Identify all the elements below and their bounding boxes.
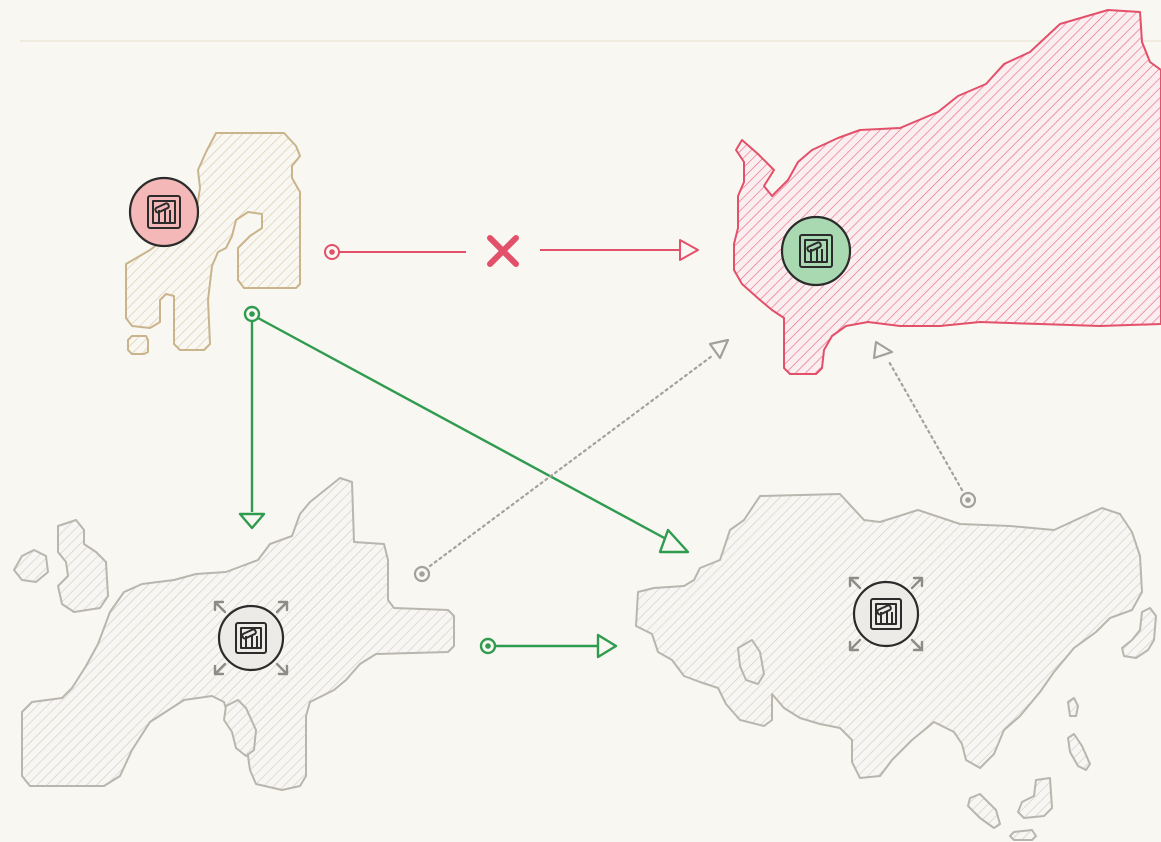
arrowhead-icon <box>679 239 699 261</box>
arrowhead-icon <box>596 633 618 659</box>
package-box-icon <box>870 598 902 630</box>
cross-icon <box>487 235 519 267</box>
region-bottom-right-islet-6 <box>1009 829 1037 841</box>
implicit-arrow-line <box>886 358 964 492</box>
connection-allowed-top-left-to-bottom-right <box>243 305 690 554</box>
region-bottom-left-peninsula <box>223 699 257 757</box>
arrowhead-icon <box>872 340 894 360</box>
package-box-icon <box>799 234 833 268</box>
package-box-icon <box>235 622 267 654</box>
region-bottom-right-islet-5 <box>967 793 1001 829</box>
implicit-arrow-line <box>428 354 714 568</box>
region-bottom-right-peninsula <box>737 639 765 685</box>
region-bottom-right-islet-1 <box>1121 607 1157 659</box>
region-top-right-shape <box>733 9 1161 375</box>
region-bottom-right-islet-2 <box>1067 697 1079 717</box>
region-top-left-islet <box>127 335 149 355</box>
region-bottom-left-islet-2 <box>13 549 49 583</box>
region-bottom-right-islet-3 <box>1067 733 1091 771</box>
expand-arrows-icon <box>213 600 289 676</box>
badge-top-left <box>128 176 200 248</box>
connection-allowed-bottom-left-to-bottom-right <box>479 633 618 659</box>
region-top-left-shape <box>125 132 301 351</box>
connection-implicit-bottom-right-to-top-right <box>872 340 977 509</box>
origin-dot-center <box>965 497 971 503</box>
arrowhead-icon <box>238 512 266 530</box>
arrowhead-icon <box>708 338 730 360</box>
badge-bottom-left <box>213 600 289 676</box>
region-bottom-right <box>635 493 1157 841</box>
region-top-left <box>125 132 301 355</box>
expand-arrows-icon <box>848 576 924 652</box>
region-bottom-right-islet-4 <box>1017 777 1053 819</box>
connection-blocked-top-left-to-top-right <box>324 235 699 267</box>
package-box-icon <box>147 195 181 229</box>
allowed-arrow-line <box>257 316 669 542</box>
origin-dot-center <box>485 643 491 649</box>
origin-dot-center <box>419 571 425 577</box>
origin-dot-center <box>249 311 255 317</box>
region-bottom-left-islet-1 <box>57 519 109 613</box>
arrowhead-icon <box>658 528 690 554</box>
badge-top-right <box>780 215 852 287</box>
connection-allowed-top-left-to-bottom-left <box>238 322 266 530</box>
connection-implicit-bottom-left-to-top-right <box>413 338 730 583</box>
region-top-right <box>733 9 1161 375</box>
badge-bottom-right <box>848 576 924 652</box>
origin-dot-center <box>329 249 335 255</box>
